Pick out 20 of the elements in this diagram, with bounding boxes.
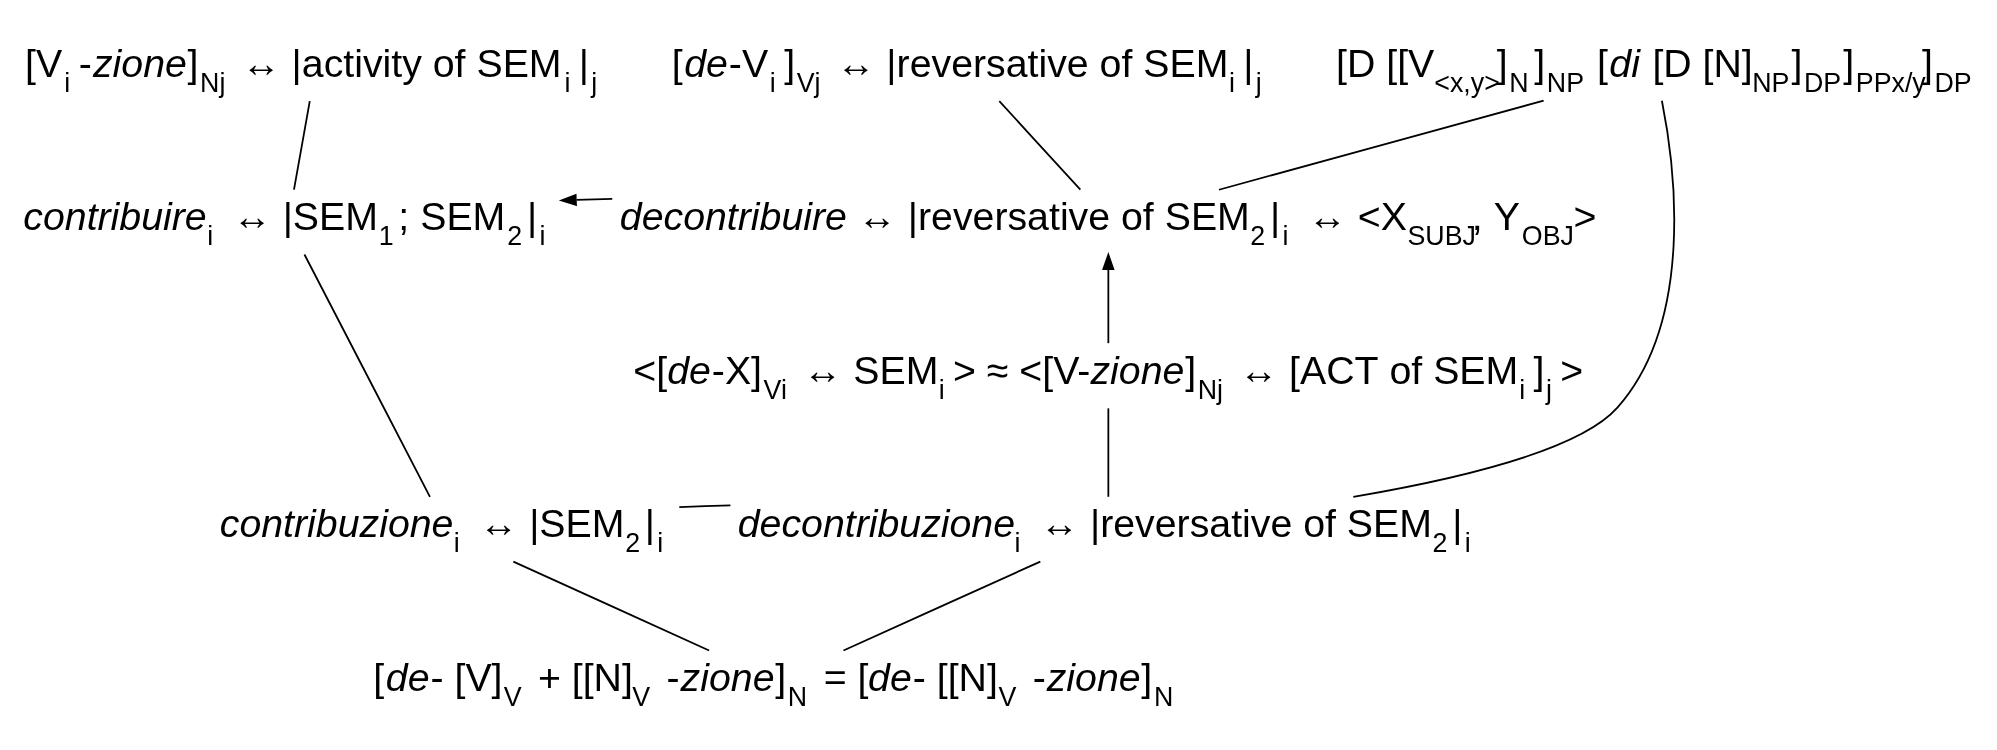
connector [303,253,431,498]
connector [1352,99,1676,498]
node-text: decontribuzione$_{i}$ ↔ |reversative of SEM$_{2}$|$_{i}$ [737,500,1471,558]
node-text: [V$_{i}$-zione]$_{Nj}$ ↔ |activity of SEM$_{i}$|$_{j}$ [25,40,598,98]
connector [512,560,710,651]
arrow [1102,251,1115,344]
connector [1107,406,1110,498]
node-text: decontribuire ↔ |reversative of SEM$_{2}$|$_{i}$ ↔ <X$_{SUBJ}$, Y$_{OBJ}$> [619,193,1597,251]
node-text: <[de-X]$_{Vi}$ ↔ SEM$_{i}$> ≈ <[V-zione]$_{Nj}$ ↔ [ACT of SEM$_{i}$]$_{j}$> [633,347,1584,405]
node-text: [D [[V$_{<x,y>}$]$_{N}$]$_{NP}$ [di [D [N]$_{NP}$]$_{DP}$]$_{PPx/y}$]$_{DP}$ [1336,40,1972,98]
connector [842,560,1042,651]
connector [998,99,1082,190]
arrow [558,193,614,206]
connector [1218,99,1545,191]
node-text: [de- [V]$_{V}$ + [[N]$_{V}$ -zione]$_{N}$ = [de- [[N]$_{V}$ -zione]$_{N}$ [373,654,1174,712]
connector [293,99,311,190]
node-text: contribuire$_{i}$ ↔ |SEM$_{1}$; SEM$_{2}$|$_{i}$ [23,193,546,251]
connector [678,504,732,508]
node-text: contribuzione$_{i}$ ↔ |SEM$_{2}$|$_{i}$ [219,500,664,558]
node-text: [de-V$_{i}$]$_{Vj}$ ↔ |reversative of SEM$_{i}$|$_{j}$ [671,40,1262,98]
